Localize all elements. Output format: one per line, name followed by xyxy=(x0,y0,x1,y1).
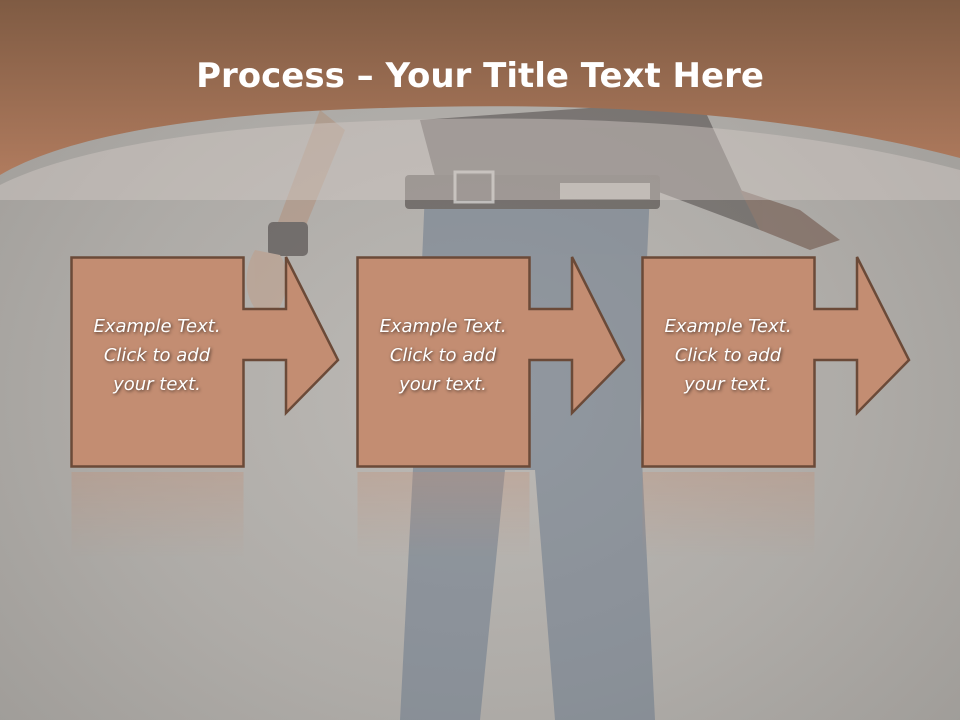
title-bold-part: Process xyxy=(196,56,345,96)
process-step-3[interactable]: Example Text. Click to add your text. xyxy=(641,256,911,558)
step-line-2: Click to add xyxy=(674,345,782,366)
reflection-3 xyxy=(642,472,815,558)
step-line-3: your text. xyxy=(399,374,487,395)
step-text-2[interactable]: Example Text. Click to add your text. xyxy=(358,312,528,399)
step-line-1: Example Text. xyxy=(664,316,792,337)
process-step-1[interactable]: Example Text. Click to add your text. xyxy=(70,256,340,558)
step-line-3: your text. xyxy=(113,374,201,395)
step-line-2: Click to add xyxy=(389,345,497,366)
step-text-1[interactable]: Example Text. Click to add your text. xyxy=(72,312,242,399)
step-text-3[interactable]: Example Text. Click to add your text. xyxy=(643,312,813,399)
arrow-box-3 xyxy=(641,256,911,468)
step-line-3: your text. xyxy=(684,374,772,395)
reflection-1 xyxy=(71,472,244,558)
reflection-2 xyxy=(357,472,530,558)
arrow-box-1 xyxy=(70,256,340,468)
slide-title[interactable]: Process – Your Title Text Here xyxy=(0,56,960,96)
process-step-2[interactable]: Example Text. Click to add your text. xyxy=(356,256,626,558)
step-line-1: Example Text. xyxy=(93,316,221,337)
step-line-2: Click to add xyxy=(103,345,211,366)
header-band xyxy=(0,0,960,200)
title-rest-part: – Your Title Text Here xyxy=(344,56,764,96)
step-line-1: Example Text. xyxy=(379,316,507,337)
arrow-box-2 xyxy=(356,256,626,468)
